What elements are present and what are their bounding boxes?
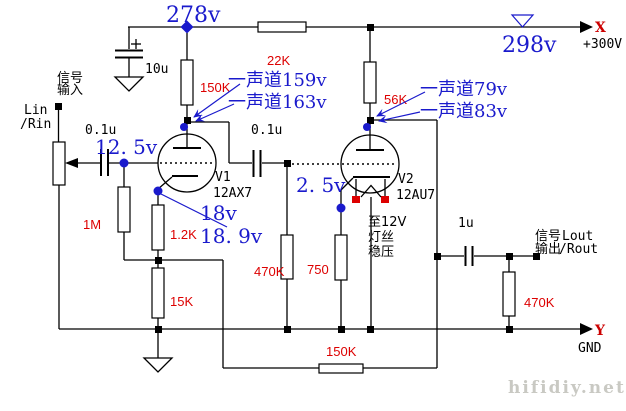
heater-filament-icon bbox=[360, 184, 382, 198]
tube-v1-model: 12AX7 bbox=[213, 186, 252, 201]
resistor-56k-plate-v2: 56K bbox=[363, 24, 407, 124]
voltage-v1-plate-ch1: 一声道159v bbox=[228, 70, 327, 91]
capacitor-10u-label: 10u bbox=[145, 62, 168, 77]
resistor-22k-label: 22K bbox=[267, 53, 290, 68]
voltage-v1-cathode-alt: 18. 9v bbox=[200, 224, 263, 248]
output-label-cn-1: 信号 bbox=[535, 229, 561, 244]
input-label-rin: /Rin bbox=[20, 117, 51, 132]
heater-note-line1: 至12V bbox=[368, 215, 407, 230]
junction-node bbox=[367, 117, 374, 124]
output-label-cn-2: 输出 bbox=[535, 241, 561, 257]
tube-v1-ref: V1 bbox=[215, 170, 231, 185]
output-terminal-node bbox=[533, 253, 540, 260]
voltage-v2-cathode: 2. 5v bbox=[296, 173, 346, 197]
annotation-line bbox=[160, 193, 228, 228]
tube-v2: V2 12AU7 bbox=[292, 124, 435, 203]
tube-envelope bbox=[340, 134, 400, 194]
tube-v1: V1 12AX7 bbox=[157, 124, 252, 201]
rail-voltage-annotation: 298v bbox=[502, 14, 557, 58]
voltage-v2-plate-ch1: 一声道79v bbox=[420, 79, 508, 100]
voltage-v1-plate-ch2: 一声道163v bbox=[228, 92, 327, 113]
capacitor-0.1u-coupling: 0.1u bbox=[190, 121, 291, 177]
plus-polarity-icon bbox=[131, 39, 141, 49]
resistor-1.2k-label: 1.2K bbox=[170, 227, 197, 242]
volume-pot-body bbox=[52, 141, 66, 186]
right-arrow-icon bbox=[580, 21, 593, 33]
output-label-lout: Lout bbox=[562, 229, 593, 244]
pot-wiper-arrow-icon bbox=[65, 158, 78, 168]
junction-node bbox=[284, 160, 291, 167]
heater-pin-icon bbox=[381, 196, 389, 203]
output-network: 1u bbox=[374, 119, 540, 368]
resistor-470k-grid-label: 470K bbox=[254, 264, 285, 279]
capacitor-1u-label: 1u bbox=[458, 216, 474, 231]
tube-v2-ref: V2 bbox=[398, 172, 414, 187]
annotation-arrow bbox=[376, 91, 426, 117]
input-label-lin: Lin bbox=[24, 103, 47, 118]
ground-icon bbox=[142, 357, 174, 373]
resistor-56k-label: 56K bbox=[384, 92, 407, 107]
b-plus-node: 278v bbox=[166, 3, 221, 34]
capacitor-10u-filter: 10u bbox=[113, 27, 168, 92]
output-terminal-labels: 信号 Lout 输出 /Rout bbox=[535, 229, 598, 257]
terminal-y: Y GND bbox=[578, 323, 606, 356]
input-stage: 信号 输入 Lin /Rin 0.1u bbox=[20, 71, 158, 329]
probe-dot-icon bbox=[336, 203, 346, 213]
capacitor-input-label: 0.1u bbox=[85, 123, 116, 138]
resistor-15k-label: 15K bbox=[170, 294, 193, 309]
output-label-rout: /Rout bbox=[559, 242, 598, 257]
input-label-cn-1: 信号 bbox=[57, 71, 83, 86]
resistor-1m-grid: 1M bbox=[83, 166, 131, 260]
resistor-750-cathode-v2: 750 bbox=[307, 177, 354, 333]
heater-note-line3: 稳压 bbox=[368, 244, 394, 260]
junction-node bbox=[506, 253, 513, 260]
terminal-x-voltage: +300V bbox=[583, 37, 622, 52]
heater-note-line2: 灯丝 bbox=[368, 230, 394, 245]
resistor-150k-plate-v1: 150K bbox=[180, 33, 231, 124]
probe-dot-icon bbox=[119, 158, 129, 168]
resistor-1m-label: 1M bbox=[83, 217, 101, 232]
junction-node bbox=[367, 24, 374, 31]
blue-triangle-probe-icon bbox=[510, 14, 535, 28]
resistor-22k-rail: 22K bbox=[257, 21, 307, 68]
annotation-arrow bbox=[378, 111, 421, 124]
resistor-1.2k-cathode: 1.2K bbox=[151, 176, 197, 264]
annotation-arrow bbox=[195, 103, 235, 122]
resistor-470k-grid-v2: 470K bbox=[254, 166, 294, 333]
resistor-150k-feedback-label: 150K bbox=[326, 344, 357, 359]
capacitor-coupling-label: 0.1u bbox=[251, 123, 282, 138]
heater-pin-icon bbox=[352, 196, 360, 203]
tube-v2-model: 12AU7 bbox=[396, 188, 435, 203]
voltage-v2-plate-ch2: 一声道83v bbox=[420, 101, 508, 122]
site-watermark: hifidiy.net bbox=[508, 378, 626, 398]
voltage-rail: 298v bbox=[502, 33, 557, 58]
voltage-v1-cathode: 18v bbox=[200, 201, 237, 225]
terminal-x-name: X bbox=[595, 20, 606, 36]
resistor-150k-plate-label: 150K bbox=[200, 80, 231, 95]
heater-circuit: 至12V 灯丝 稳压 bbox=[352, 179, 407, 333]
probe-dot-icon bbox=[153, 186, 163, 196]
terminal-y-name: Y bbox=[594, 323, 606, 339]
resistor-470k-output-label: 470K bbox=[524, 295, 555, 310]
input-label-cn-2: 输入 bbox=[57, 82, 83, 98]
probe-scribble-icon bbox=[180, 123, 188, 131]
junction-node bbox=[434, 253, 441, 260]
ground-icon bbox=[113, 76, 145, 92]
right-arrow-icon bbox=[580, 323, 593, 335]
terminal-x: X +300V bbox=[580, 20, 622, 52]
resistor-750-label: 750 bbox=[307, 262, 329, 277]
resistor-15k-tail: 15K bbox=[142, 264, 193, 373]
resistor-150k-feedback: 150K bbox=[222, 260, 437, 374]
junction-node bbox=[184, 117, 191, 124]
annotation-arrow bbox=[193, 83, 241, 118]
terminal-y-label: GND bbox=[578, 341, 602, 356]
voltage-b-plus: 278v bbox=[166, 3, 221, 28]
probe-scribble-icon bbox=[363, 123, 371, 131]
input-terminal-node bbox=[55, 103, 62, 110]
resistor-470k-output: 470K bbox=[502, 259, 555, 333]
voltage-v1-grid: 12. 5v bbox=[95, 135, 158, 159]
blue-diamond-probe-icon bbox=[180, 20, 194, 34]
voltage-annotations: 12. 5v 18v 18. 9v 2. 5v 一声道159v 一声道163v … bbox=[95, 70, 508, 248]
